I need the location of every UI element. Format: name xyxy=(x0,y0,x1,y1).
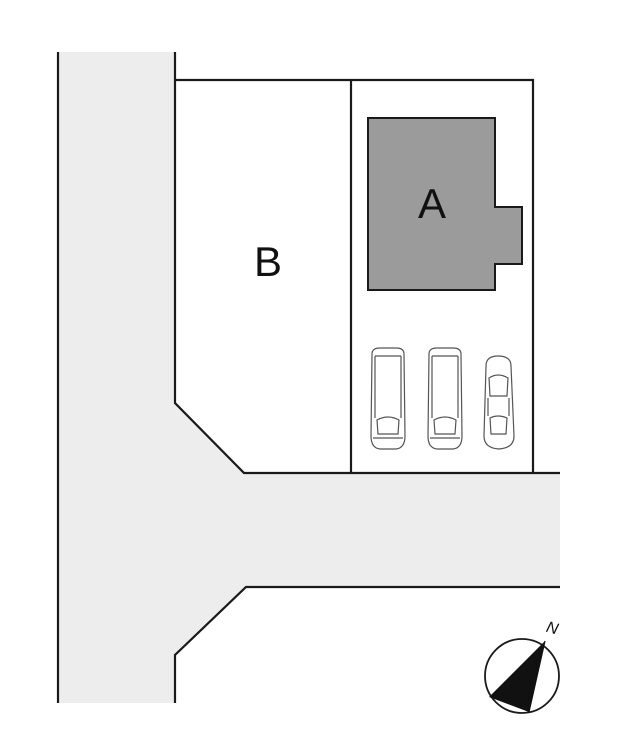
parking-area xyxy=(370,347,515,450)
building-a xyxy=(367,117,523,291)
lot-a-label: A xyxy=(418,180,446,227)
north-compass: N xyxy=(484,619,560,714)
lot-b-label: B xyxy=(254,238,282,285)
road-network xyxy=(56,52,560,703)
road-vertical xyxy=(58,52,560,703)
compass-needle-outline xyxy=(528,640,546,713)
compass-north-label: N xyxy=(544,619,560,639)
car-2 xyxy=(427,347,463,450)
compass-needle-icon xyxy=(489,641,545,712)
road-edge-upper xyxy=(173,52,560,475)
car-3 xyxy=(483,355,515,450)
lot-outline xyxy=(175,78,535,473)
road-edge-lower xyxy=(173,585,560,703)
lot-boundaries xyxy=(175,78,535,473)
car-1 xyxy=(370,347,406,450)
